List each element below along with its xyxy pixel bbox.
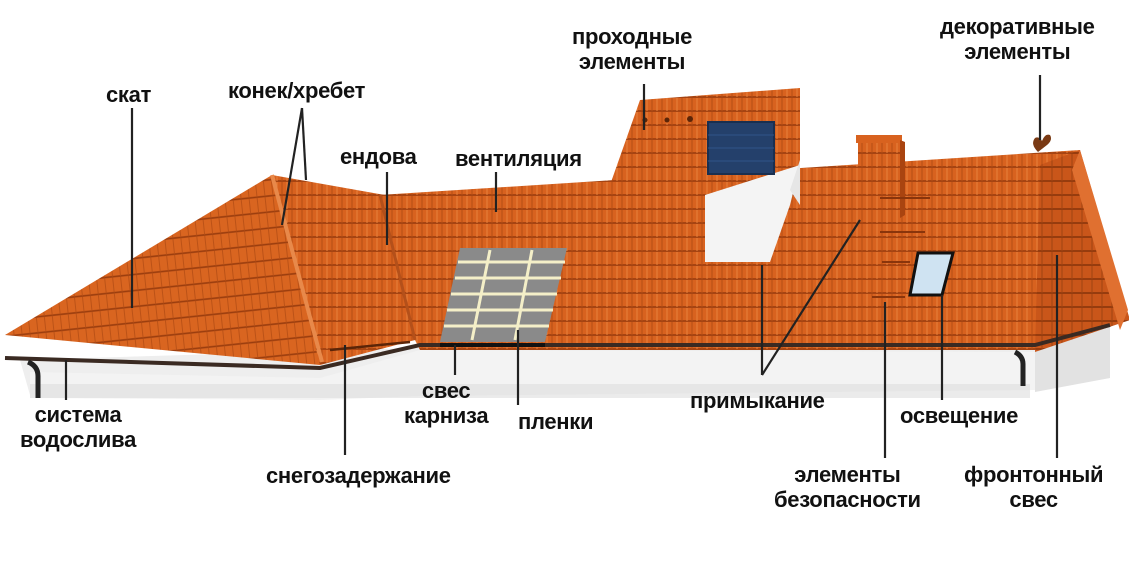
leader-lines [64,75,1059,458]
label-abutment: примыкание [690,388,825,413]
label-line: элементы [794,462,901,487]
walls [20,320,1110,400]
label-line: безопасности [774,487,921,512]
label-gable-overhang: фронтонный свес [964,462,1104,512]
label-film: пленки [518,409,594,434]
gable-end [1035,150,1129,352]
label-ridge: конек/хребет [228,78,366,103]
hip-ridge [270,174,324,363]
eave-edge [4,323,1111,371]
label-passthrough-elements: проходные элементы [572,24,692,74]
label-ventilation: вентиляция [455,146,582,171]
label-line: система [34,402,122,427]
label-line: водослива [20,427,137,452]
label-drainage-system: система водослива [20,402,136,452]
label-line: свес [421,378,471,403]
label-line: элементы [964,39,1071,64]
label-line: свес [1009,487,1058,512]
label-eave-overhang: свес карниза [404,378,489,428]
dormer [610,88,800,262]
snow-guard-bar [329,340,411,352]
weathervane [1033,134,1051,152]
label-line: проходные [572,24,693,49]
label-valley: ендова [340,144,417,169]
label-safety-elements: элементы безопасности [774,462,921,512]
label-decorative-elements: декоративные элементы [940,14,1095,64]
label-lighting: освещение [900,403,1018,428]
label-line: карниза [404,403,489,428]
downpipe-left [26,359,41,398]
label-line: декоративные [940,14,1095,39]
hip-roof-slope [5,175,330,365]
roofing-film [440,248,567,342]
downpipe-right [1013,349,1026,386]
hip-roof-front [272,175,415,365]
valley-line [378,194,417,341]
label-line: элементы [578,49,686,74]
chimney [856,135,905,218]
label-slope: скат [106,82,152,107]
label-snow-guard: снегозадержание [266,463,451,488]
label-line: фронтонный [964,462,1104,487]
